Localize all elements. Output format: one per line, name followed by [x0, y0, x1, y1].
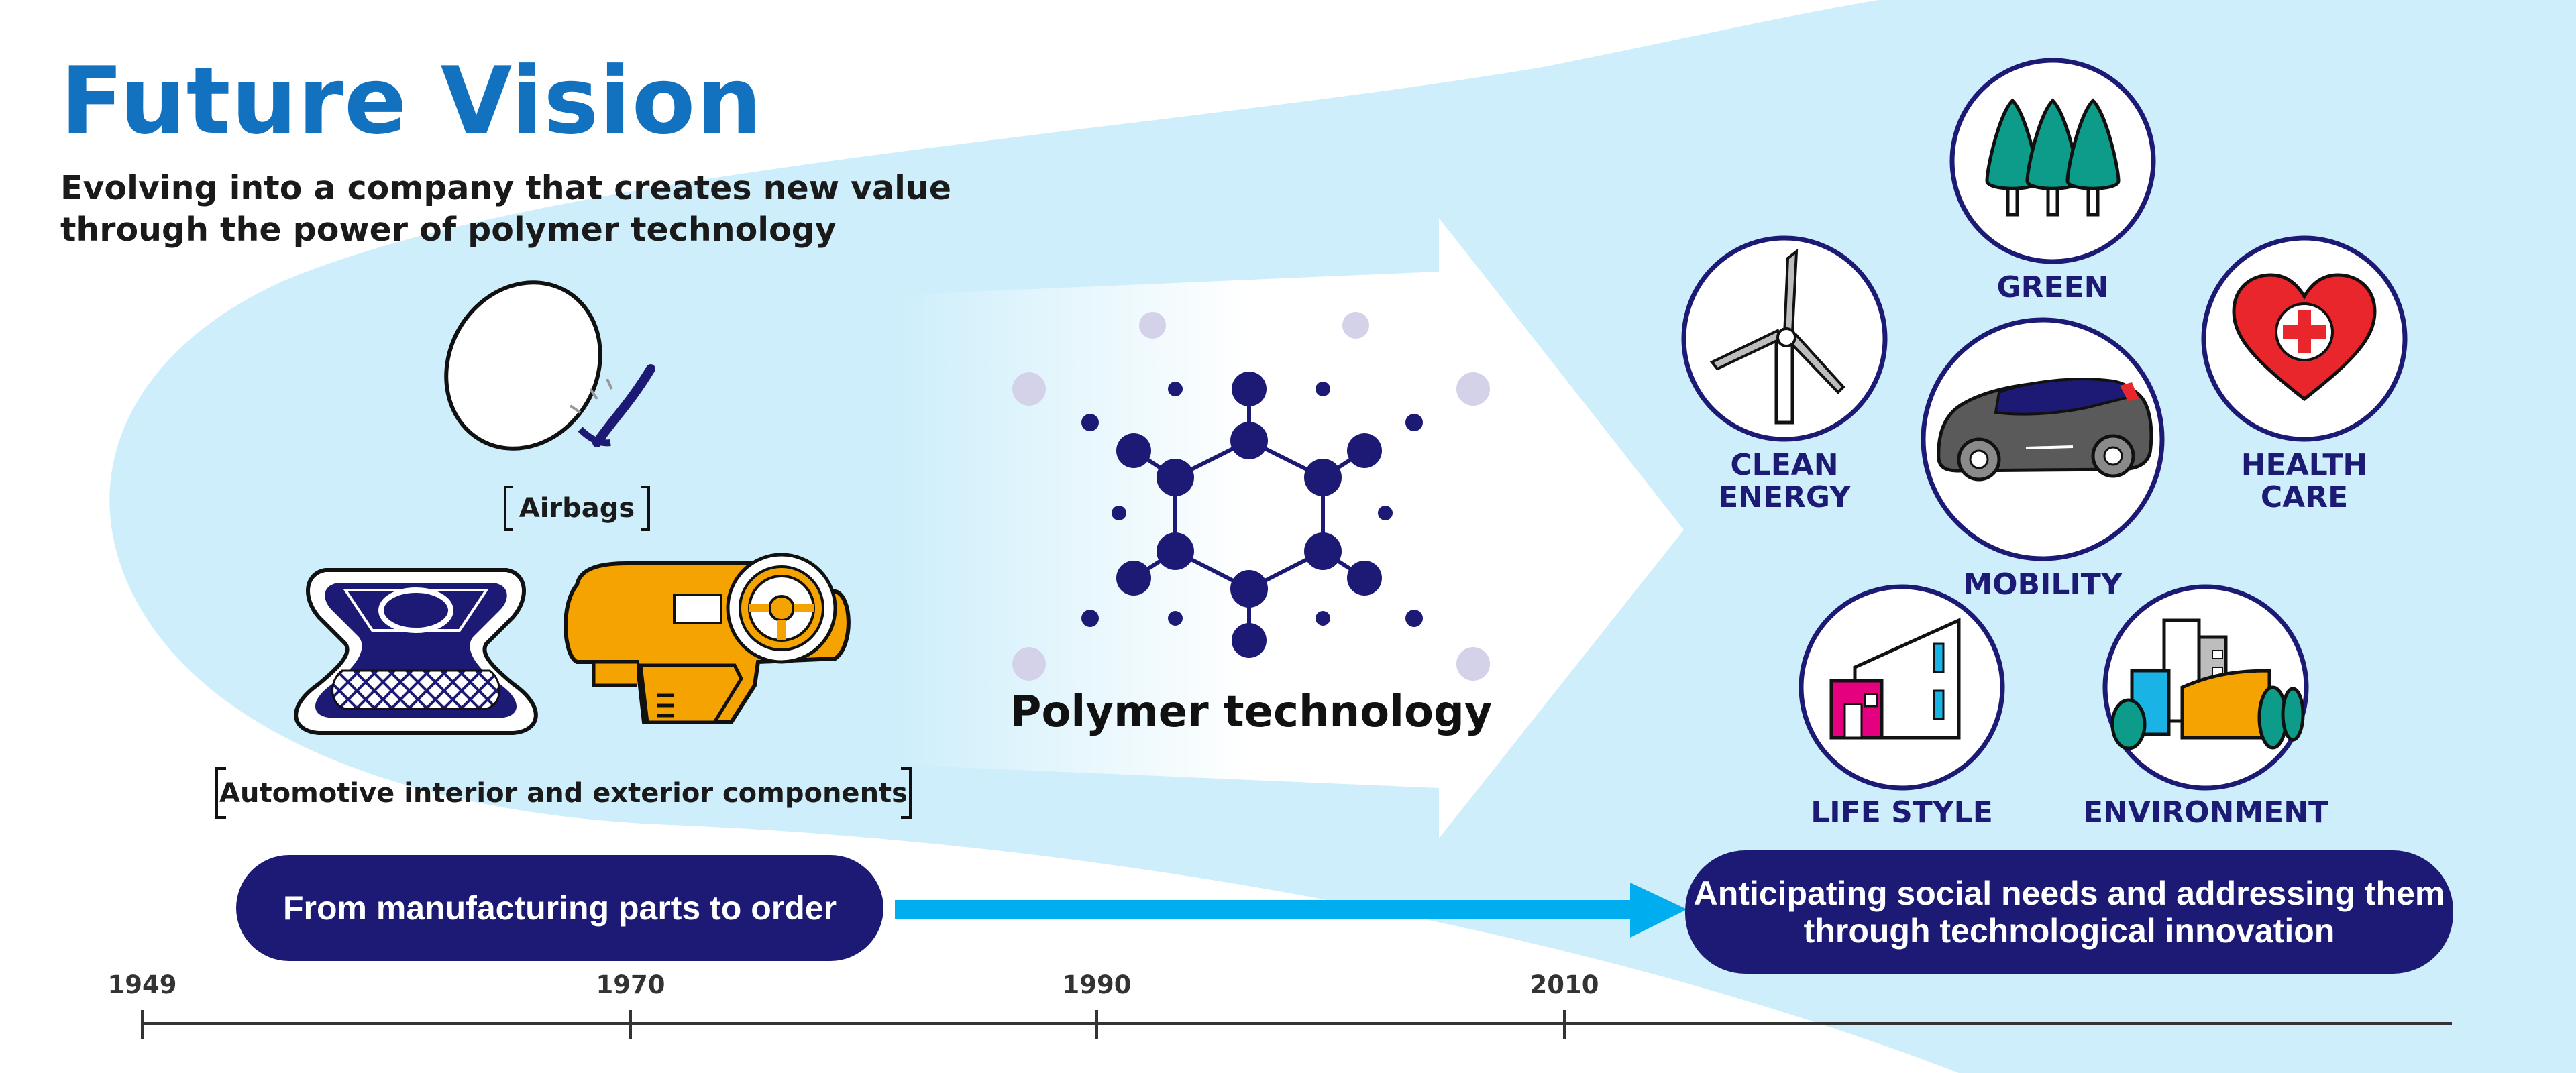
clean-energy-label-line1: CLEAN — [1730, 448, 1839, 482]
progress-arrow-icon — [895, 883, 1687, 938]
anticipating-text-line1: Anticipating social needs and addressing… — [1693, 874, 2445, 912]
life-style-label: LIFE STYLE — [1811, 795, 1993, 830]
timeline-axis — [141, 1010, 2452, 1039]
airbags-caption: Airbags — [519, 493, 635, 524]
page-title: Future Vision — [60, 47, 763, 155]
dashboard-icon — [564, 553, 851, 724]
green-trees-icon — [1949, 58, 2156, 264]
car-mobility-icon — [1921, 317, 2165, 561]
city-environment-icon — [2102, 584, 2309, 791]
page-subtitle: Evolving into a company that creates new… — [60, 169, 951, 249]
airbag-icon — [444, 280, 655, 451]
health-care-label-line1: HEALTH — [2241, 448, 2368, 482]
year-1970: 1970 — [596, 970, 665, 999]
grille-icon — [294, 568, 538, 735]
anticipating-needs-pill: Anticipating social needs and addressing… — [1685, 850, 2453, 974]
year-1990: 1990 — [1062, 970, 1132, 999]
anticipating-text-line2: through technological innovation — [1803, 912, 2335, 950]
heart-health-icon — [2201, 235, 2408, 442]
mobility-label: MOBILITY — [1963, 567, 2123, 602]
automotive-caption-brackets — [215, 767, 912, 819]
clean-energy-label-line2: ENERGY — [1718, 480, 1851, 514]
from-manufacturing-pill: From manufacturing parts to order — [236, 855, 883, 961]
from-manufacturing-text: From manufacturing parts to order — [282, 889, 837, 927]
polymer-technology-label: Polymer technology — [1010, 687, 1493, 737]
year-2010: 2010 — [1529, 970, 1599, 999]
year-1949: 1949 — [107, 970, 177, 999]
green-label: GREEN — [1996, 270, 2109, 304]
wind-turbine-icon — [1681, 235, 1888, 442]
polymer-molecule-icon — [1012, 312, 1490, 681]
health-care-label-line2: CARE — [2260, 480, 2349, 514]
airbag-caption-brackets — [504, 486, 650, 531]
house-lifestyle-icon — [1799, 584, 2005, 791]
automotive-caption: Automotive interior and exterior compone… — [219, 778, 908, 809]
white-arrow — [892, 218, 1684, 838]
environment-label: ENVIRONMENT — [2082, 795, 2329, 830]
